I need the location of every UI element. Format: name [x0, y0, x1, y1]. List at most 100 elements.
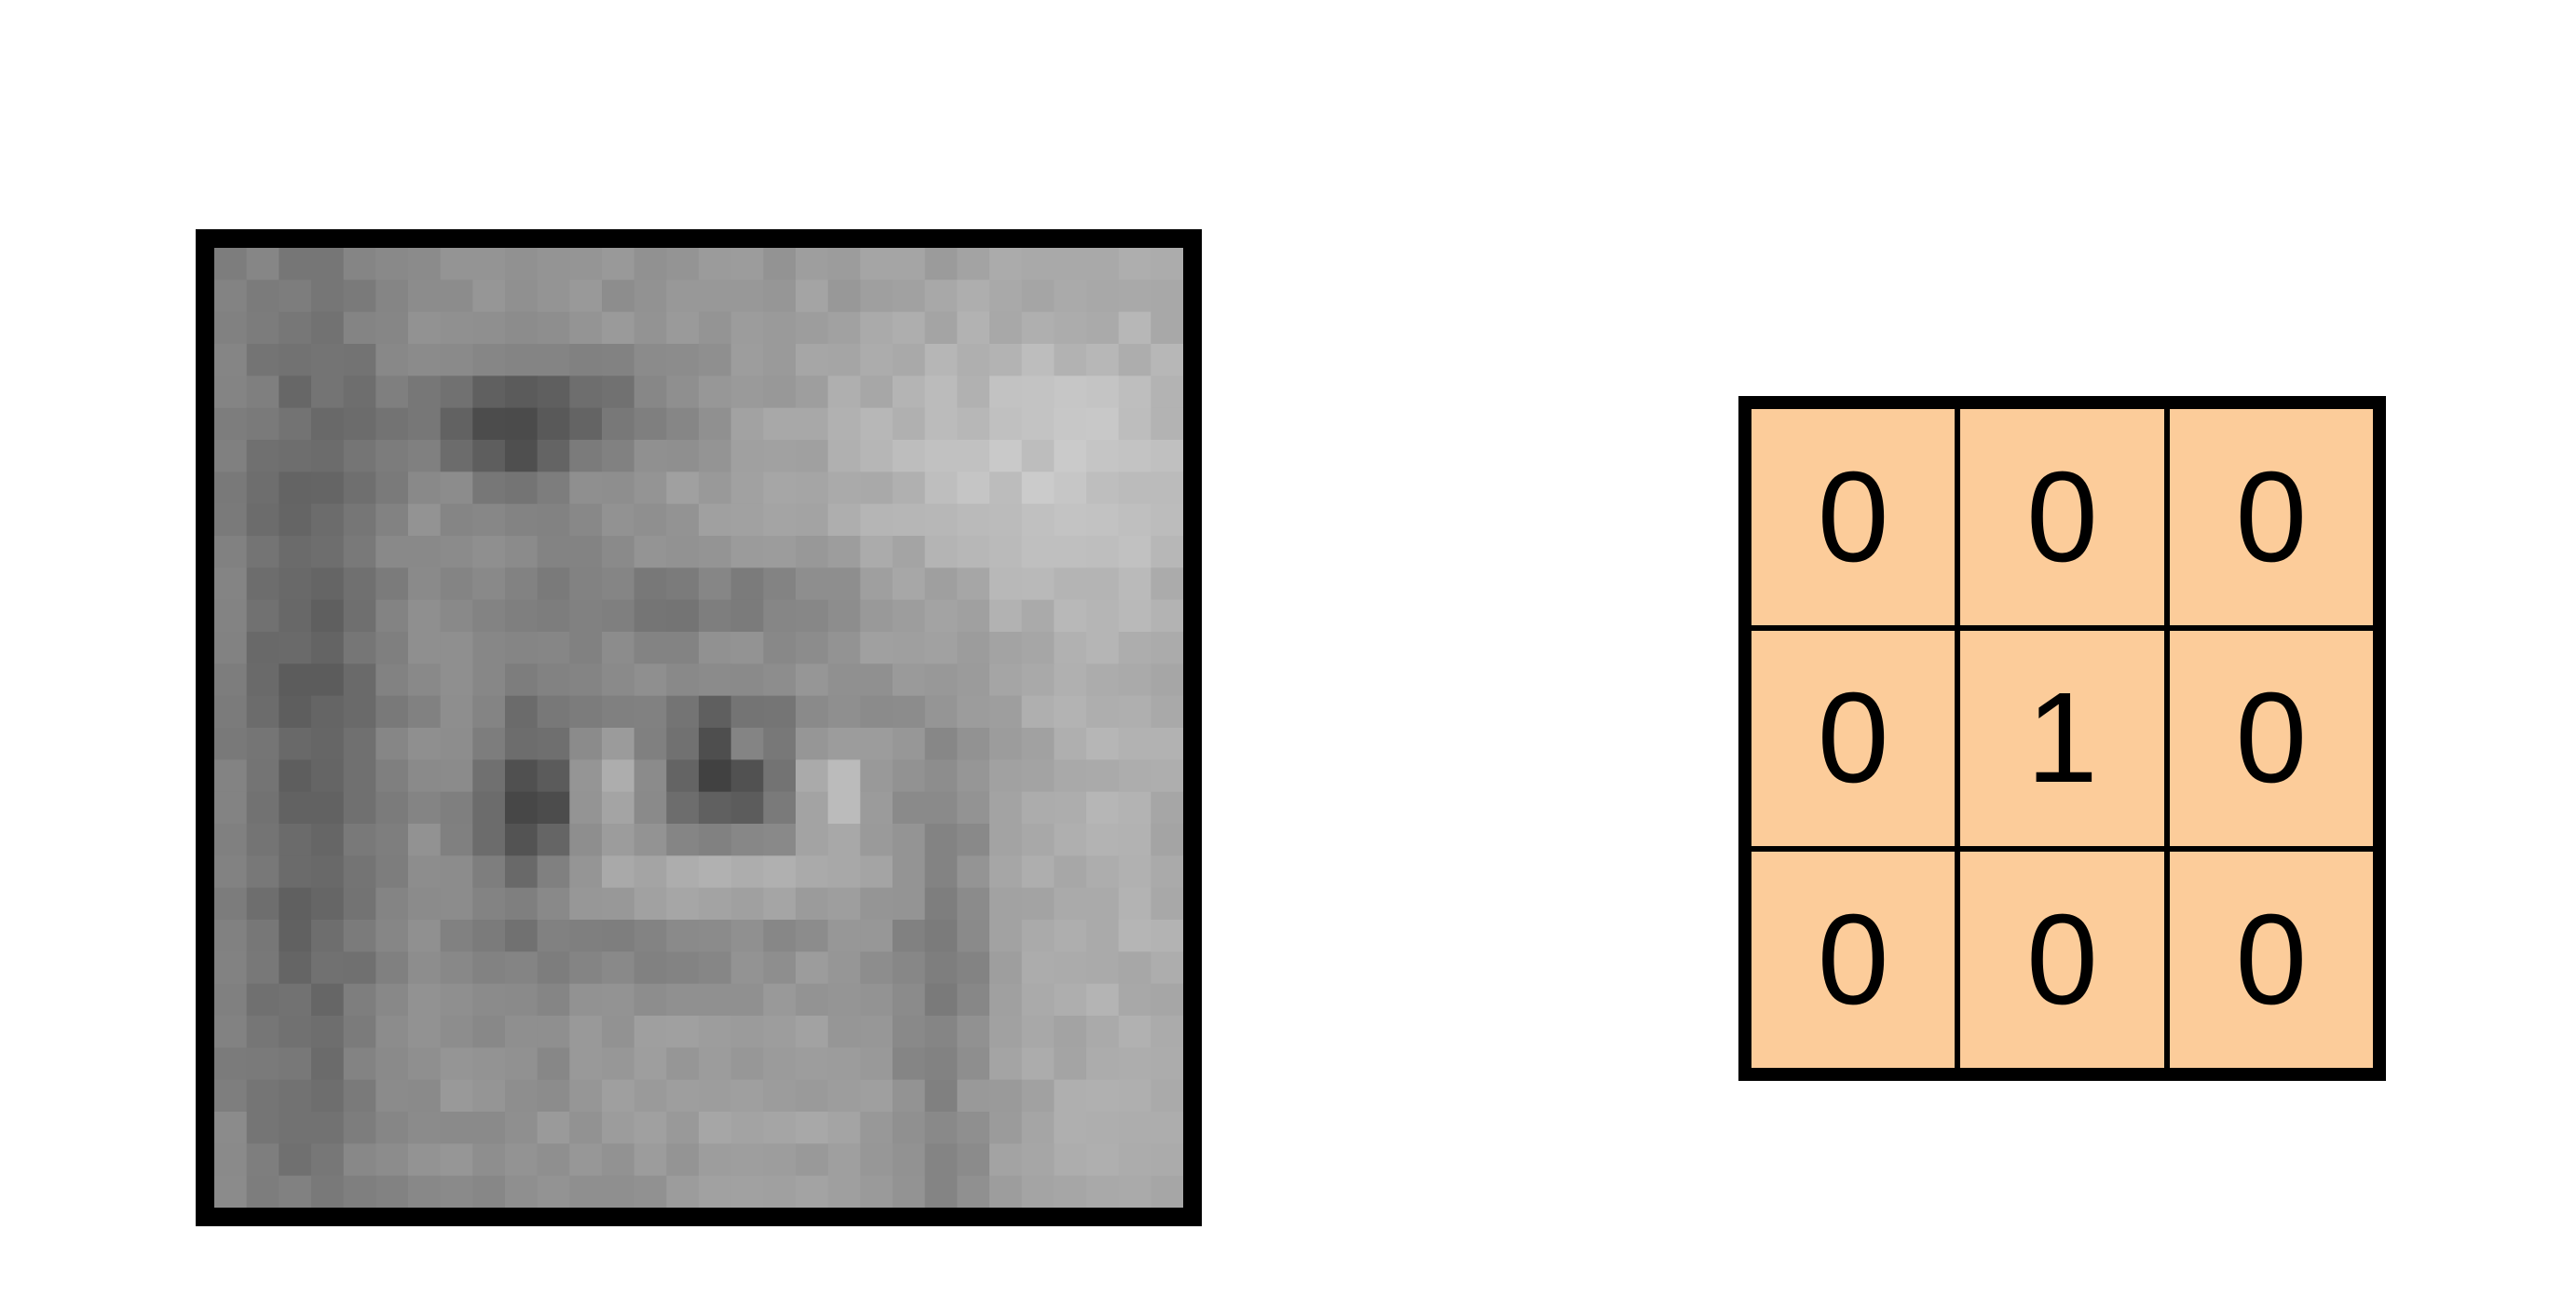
image-pixel [279, 1016, 312, 1048]
image-pixel [440, 599, 473, 633]
image-pixel [440, 1016, 473, 1048]
image-pixel [763, 376, 797, 409]
image-pixel [763, 695, 797, 729]
image-pixel [343, 407, 376, 441]
image-pixel [472, 599, 506, 633]
image-pixel [311, 344, 345, 376]
image-pixel [730, 599, 764, 633]
image-pixel [537, 440, 570, 472]
image-pixel [279, 280, 312, 313]
image-pixel [893, 567, 926, 601]
image-pixel [989, 248, 1023, 280]
image-pixel [1151, 440, 1183, 472]
image-pixel [699, 791, 732, 825]
image-pixel [827, 1112, 861, 1144]
image-pixel [246, 663, 279, 697]
image-pixel [375, 1079, 409, 1113]
image-pixel [796, 344, 829, 376]
image-pixel [730, 759, 764, 793]
image-pixel [214, 599, 248, 633]
image-pixel [505, 536, 538, 568]
image-pixel [214, 759, 248, 793]
image-pixel [246, 311, 279, 345]
image-pixel [860, 503, 893, 537]
image-pixel [408, 1047, 442, 1081]
image-pixel [246, 1016, 279, 1048]
image-pixel [279, 1143, 312, 1177]
image-pixel [311, 311, 345, 345]
image-pixel [279, 248, 312, 280]
image-pixel [1086, 1143, 1120, 1177]
image-pixel [311, 280, 345, 313]
image-pixel [214, 824, 248, 856]
image-pixel [893, 759, 926, 793]
image-pixel [957, 407, 990, 441]
image-pixel [472, 471, 506, 505]
image-pixel [602, 695, 635, 729]
image-pixel [1086, 887, 1120, 921]
image-pixel [440, 695, 473, 729]
image-pixel [893, 920, 926, 952]
image-pixel [730, 1112, 764, 1144]
image-pixel [796, 728, 829, 760]
image-pixel [1151, 536, 1183, 568]
image-pixel [1151, 920, 1183, 952]
image-pixel [763, 567, 797, 601]
image-pixel [1086, 248, 1120, 280]
image-pixel [537, 311, 570, 345]
image-pixel [569, 983, 603, 1017]
image-pixel [763, 759, 797, 793]
image-pixel [246, 983, 279, 1017]
image-pixel [569, 728, 603, 760]
image-pixel [311, 1079, 345, 1113]
image-pixel [440, 567, 473, 601]
image-pixel [860, 887, 893, 921]
image-pixel [279, 440, 312, 472]
image-pixel [472, 791, 506, 825]
image-pixel [634, 1016, 667, 1048]
image-pixel [1118, 471, 1152, 505]
image-pixel [472, 855, 506, 889]
image-pixel [730, 344, 764, 376]
image-pixel [537, 759, 570, 793]
image-pixel [924, 791, 958, 825]
image-pixel [246, 344, 279, 376]
image-pixel [730, 728, 764, 760]
image-pixel [602, 344, 635, 376]
image-pixel [1086, 471, 1120, 505]
image-pixel [602, 632, 635, 664]
image-pixel [343, 663, 376, 697]
image-pixel [1118, 951, 1152, 985]
image-pixel [957, 855, 990, 889]
image-pixel [472, 311, 506, 345]
image-pixel [730, 855, 764, 889]
image-pixel [408, 887, 442, 921]
image-pixel [472, 728, 506, 760]
image-pixel [893, 695, 926, 729]
image-pixel [763, 663, 797, 697]
image-pixel [924, 376, 958, 409]
image-pixel [730, 791, 764, 825]
image-pixel [827, 920, 861, 952]
image-pixel [1118, 983, 1152, 1017]
image-pixel [440, 536, 473, 568]
image-pixel [408, 983, 442, 1017]
image-pixel [311, 920, 345, 952]
image-pixel [827, 344, 861, 376]
image-pixel [1021, 791, 1055, 825]
image-pixel [763, 951, 797, 985]
image-pixel [1021, 887, 1055, 921]
image-pixel [924, 1079, 958, 1113]
image-pixel [214, 536, 248, 568]
image-pixel [1151, 983, 1183, 1017]
image-pixel [860, 1143, 893, 1177]
image-pixel [602, 536, 635, 568]
image-pixel [408, 1016, 442, 1048]
image-pixel [440, 407, 473, 441]
image-pixel [827, 1016, 861, 1048]
image-pixel [569, 695, 603, 729]
image-pixel [1086, 567, 1120, 601]
image-pixel [634, 407, 667, 441]
image-pixel [924, 503, 958, 537]
image-pixel [279, 632, 312, 664]
